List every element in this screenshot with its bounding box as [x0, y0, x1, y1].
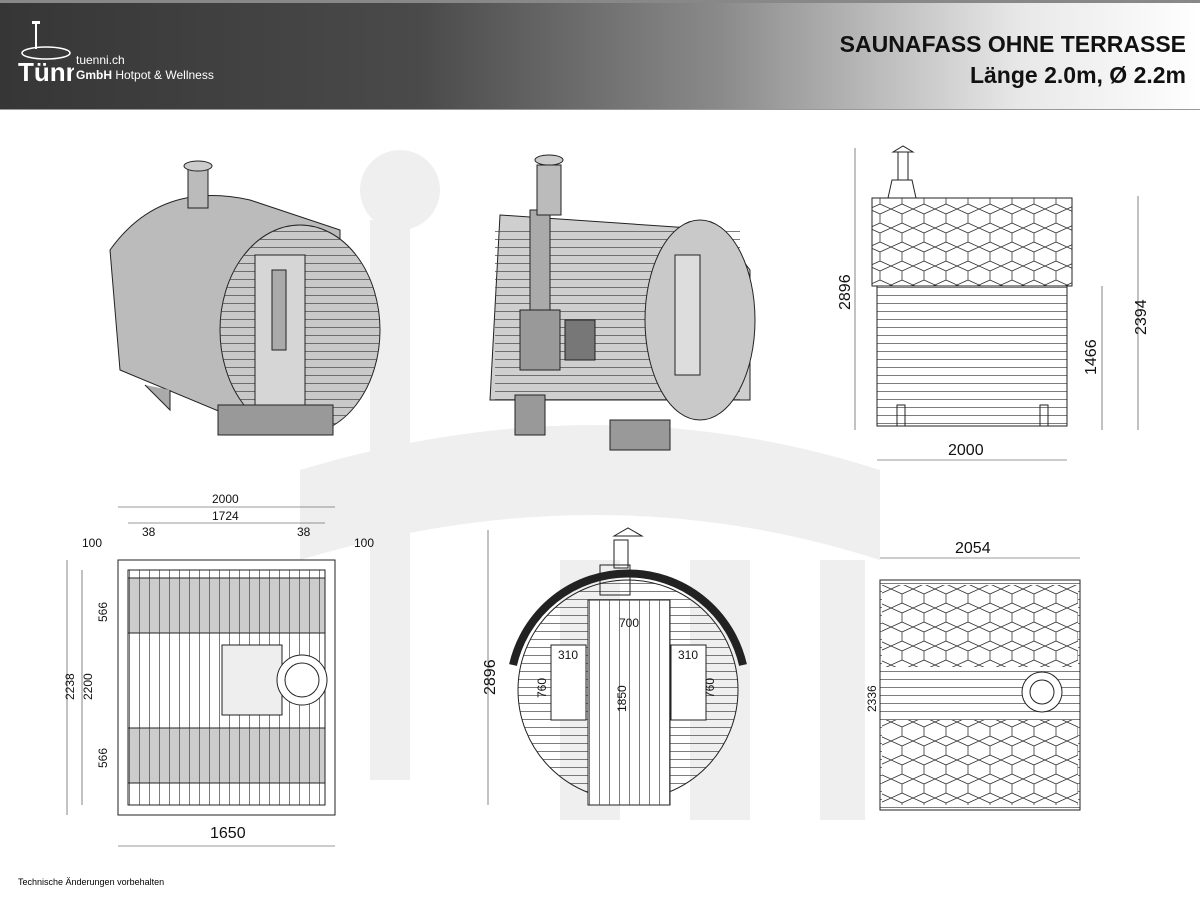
isometric-interior-view	[489, 154, 756, 451]
dim-side-height-body: 2394	[1133, 299, 1150, 335]
brand-text: tuenni.ch GmbH Hotpot & Wellness	[76, 53, 214, 83]
title-line-1: SAUNAFASS OHNE TERRASSE	[839, 31, 1186, 57]
side-elevation-view: 2896 2394 1466 2000	[837, 145, 1150, 461]
dim-plan-length-total: 2000	[212, 492, 239, 506]
dim-plan-offset-right: 38	[297, 525, 311, 539]
dim-plan-margin-right: 100	[354, 536, 374, 550]
dim-plan-width-inner: 2200	[81, 673, 95, 700]
dim-plan-length-bottom: 1650	[210, 825, 246, 842]
dim-side-height-total: 2896	[837, 274, 854, 310]
dim-window-left-height: 760	[535, 678, 549, 698]
dim-side-length: 2000	[948, 442, 984, 459]
tuenni-logo: Tünni	[18, 21, 74, 87]
page-title: SAUNAFASS OHNE TERRASSE Länge 2.0m, Ø 2.…	[840, 29, 1186, 91]
brand-domain: tuenni.ch	[76, 53, 125, 67]
dim-back-height: 2336	[865, 685, 879, 712]
brand-tagline: Hotpot & Wellness	[115, 68, 214, 82]
rear-roof-view: 2054 2336	[865, 540, 1081, 811]
dim-window-left-width: 310	[558, 648, 578, 662]
dim-side-height-lower: 1466	[1083, 339, 1100, 375]
isometric-exterior-view	[109, 160, 381, 436]
dim-plan-length-inner: 1724	[212, 509, 239, 523]
dim-window-right-height: 760	[703, 678, 717, 698]
title-line-2: Länge 2.0m, Ø 2.2m	[969, 62, 1186, 88]
dim-front-door-height: 1850	[615, 685, 629, 712]
dim-front-height-total: 2896	[482, 659, 499, 695]
dim-front-door-width: 700	[619, 616, 639, 630]
brand-gmbh: GmbH	[76, 68, 112, 82]
dim-plan-bench-top: 566	[96, 602, 110, 622]
front-elevation-view: 2896 700 1850 310 760 310 760	[482, 527, 747, 806]
dim-back-width: 2054	[955, 540, 991, 557]
dim-plan-margin-left: 100	[82, 536, 102, 550]
dim-plan-width-total: 2238	[63, 673, 77, 700]
dim-plan-offset-left: 38	[142, 525, 156, 539]
footer-note: Technische Änderungen vorbehalten	[18, 877, 165, 887]
svg-text:Tünni: Tünni	[18, 57, 74, 87]
floor-plan-view: 2000 1724 38 38 100 100 2238 2200 566 56…	[63, 492, 374, 847]
header-banner: Tünni tuenni.ch GmbH Hotpot & Wellness S…	[0, 0, 1200, 110]
dim-plan-bench-bottom: 566	[96, 748, 110, 768]
dim-window-right-width: 310	[678, 648, 698, 662]
